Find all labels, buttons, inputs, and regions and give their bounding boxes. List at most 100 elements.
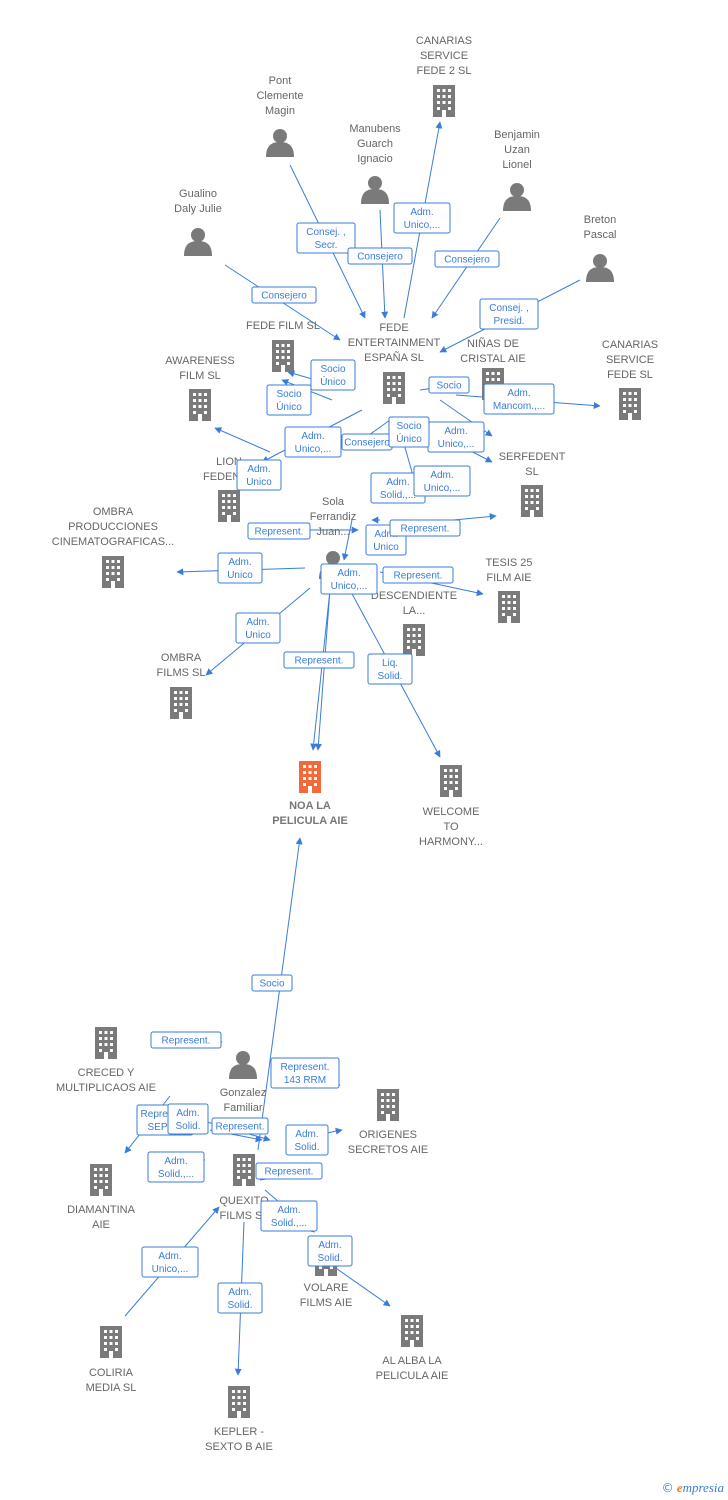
edge-label[interactable]: Consejero [251, 286, 317, 304]
edge-label-text: Adm. [228, 1287, 251, 1298]
node-label: DIAMANTINA [67, 1204, 136, 1216]
node-ombraprod[interactable]: OMBRAPRODUCCIONESCINEMATOGRAFICAS... [52, 506, 174, 588]
node-kepler[interactable]: KEPLER - SEXTO B AIE [205, 1386, 273, 1453]
edge-label-text: Socio [396, 421, 421, 432]
node-label: Gonzalez [220, 1087, 266, 1099]
edge-label-text: Solid.,... [380, 490, 416, 501]
edge-label-box [389, 519, 461, 537]
edge-label[interactable]: Consej. ,Presid. [479, 298, 539, 330]
node-label: SERVICE [606, 354, 654, 366]
building-icon [95, 1027, 117, 1059]
brand-logo-text: mpresia [682, 1480, 724, 1495]
person-icon [586, 254, 614, 282]
edge-label[interactable]: Adm.Unico [235, 612, 281, 644]
edge-label-text: Adm. [374, 529, 397, 540]
edge-label[interactable]: Liq.Solid. [367, 653, 413, 685]
edge-label[interactable]: Adm.Unico,... [141, 1246, 199, 1278]
edge-label[interactable]: Consejero [341, 433, 393, 451]
edge-label[interactable]: Adm.Unico,... [320, 563, 378, 595]
node-welcome[interactable]: WELCOMETOHARMONY... [419, 765, 483, 848]
edge-label[interactable]: Socio [428, 376, 470, 394]
edge-label[interactable]: Adm.Solid. [167, 1103, 209, 1135]
edge-label[interactable]: Represent.143 RRM [270, 1057, 340, 1089]
edge-label-box [393, 202, 451, 234]
node-label: KEPLER - [214, 1426, 264, 1438]
edge-label-box [382, 566, 454, 584]
edge-line [214, 427, 271, 453]
edge-label-text: Adm. [295, 1129, 318, 1140]
node-label: LA... [403, 605, 426, 617]
edge-label[interactable]: Adm.Solid.,... [260, 1200, 318, 1232]
edge-label[interactable]: Represent. [283, 651, 355, 669]
edge-label-text: Solid.,... [158, 1169, 194, 1180]
edge-label[interactable]: Adm.Solid. [285, 1124, 329, 1156]
edge-label[interactable]: Adm.Unico,... [413, 465, 471, 497]
edge-label[interactable]: Adm.Unico,... [427, 421, 485, 453]
edge-label-text: Presid. [493, 316, 524, 327]
edge-label[interactable]: Represent. [389, 519, 461, 537]
node-label: ESPAÑA SL [364, 351, 424, 364]
node-label: DESCENDIENTE [371, 590, 457, 602]
node-label: SL [525, 466, 538, 478]
footer-brand[interactable]: © empresia [662, 1480, 724, 1496]
node-label: Magin [265, 105, 295, 117]
edge-label-box [236, 459, 282, 491]
edge-label-text: Solid. [317, 1253, 342, 1264]
edge-label[interactable]: Adm.Solid. [307, 1235, 353, 1267]
node-fedefilm[interactable]: FEDE FILM SL [246, 320, 320, 372]
node-sola[interactable]: SolaFerrandizJuan... [310, 496, 356, 579]
edge-label[interactable]: Represent. [382, 566, 454, 584]
node-label: SEXTO B AIE [205, 1441, 273, 1453]
edge-label[interactable]: Socio [251, 974, 293, 992]
node-label: FILMS AIE [300, 1297, 353, 1309]
person-icon [184, 228, 212, 256]
edge-label[interactable]: Represent. [247, 522, 311, 540]
edge-label[interactable]: Adm.Mancom.,... [483, 383, 555, 415]
edge-label[interactable]: Adm.Unico,... [284, 426, 342, 458]
node-label: FILMS SL [157, 667, 206, 679]
edge-label[interactable]: Represent. [150, 1031, 222, 1049]
edge-label[interactable]: Consejero [347, 247, 413, 265]
building-icon [102, 556, 124, 588]
edge-label[interactable]: Adm.Solid. [217, 1282, 263, 1314]
building-icon [218, 490, 240, 522]
edge-label[interactable]: Adm.Solid.,... [147, 1151, 205, 1183]
edge-label[interactable]: Adm.Unico [236, 459, 282, 491]
node-descend[interactable]: DESCENDIENTE LA... [371, 590, 457, 656]
edge-label[interactable]: Adm.Unico,... [393, 202, 451, 234]
edge-label[interactable]: Consejero [434, 250, 500, 268]
edge-label[interactable]: Represent. [255, 1162, 323, 1180]
edge-label[interactable]: Consej. ,Secr. [296, 222, 356, 254]
edge-label[interactable]: Adm.Unico [217, 552, 263, 584]
copyright-symbol: © [661, 1481, 674, 1495]
edge-label-text: Solid.,... [271, 1218, 307, 1229]
node-label: CANARIAS [416, 35, 472, 47]
edge-label[interactable]: Represent. [211, 1117, 269, 1135]
